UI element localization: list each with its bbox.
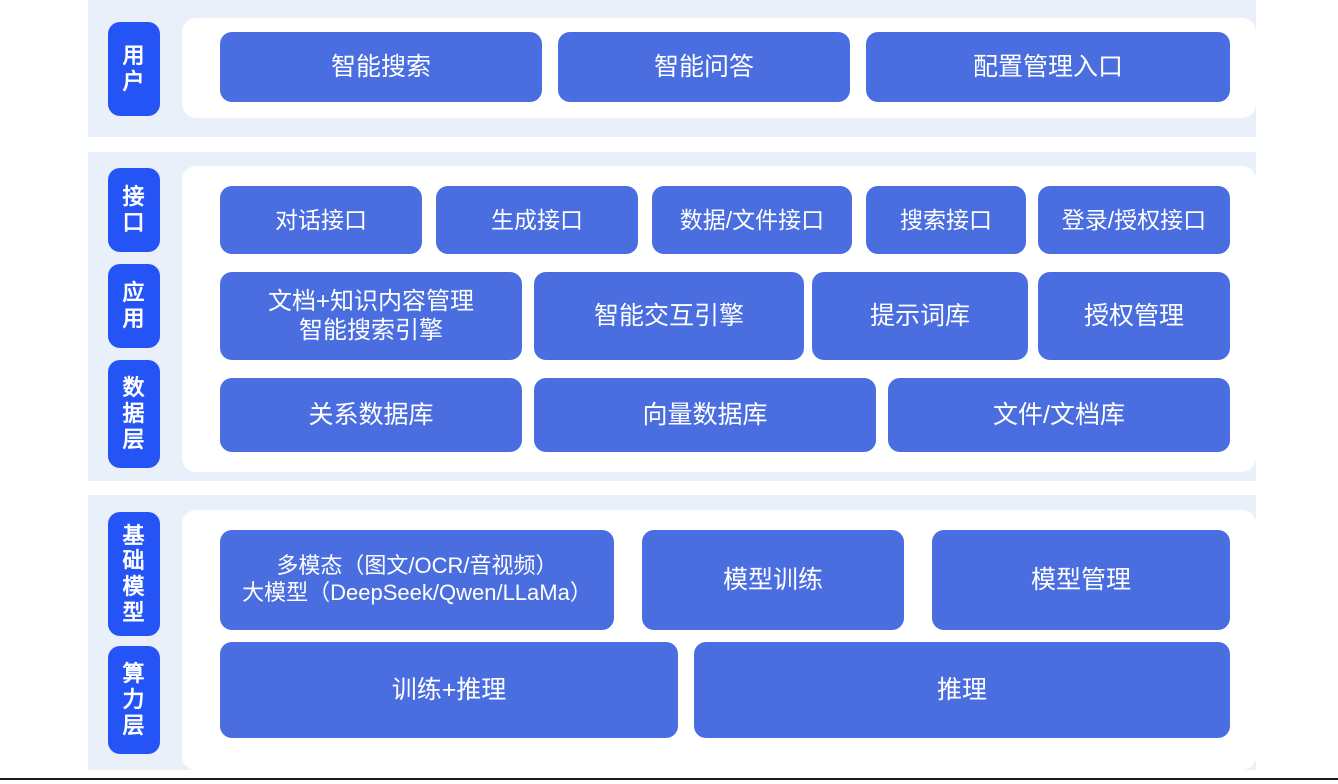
data-box-file-document-store-label: 文件/文档库 <box>993 400 1125 429</box>
layer-tab-application-label: 应用 <box>122 280 146 331</box>
data-box-relational-database[interactable]: 关系数据库 <box>220 378 522 452</box>
application-box-interactive-engine[interactable]: 智能交互引擎 <box>534 272 804 360</box>
user-box-smart-qa-label: 智能问答 <box>653 52 754 81</box>
application-box-prompt-library-label: 提示词库 <box>869 301 970 330</box>
layer-tab-base-model[interactable]: 基础模型 <box>108 512 160 636</box>
layer-tab-user[interactable]: 用户 <box>108 22 160 116</box>
base-model-box-model-management[interactable]: 模型管理 <box>932 530 1230 630</box>
application-box-doc-knowledge-management[interactable]: 文档+知识内容管理 智能搜索引擎 <box>220 272 522 360</box>
application-box-prompt-library[interactable]: 提示词库 <box>812 272 1028 360</box>
interface-box-search-api[interactable]: 搜索接口 <box>866 186 1026 254</box>
bottom-divider <box>0 778 1338 780</box>
base-model-box-multimodal-llm-line2: 大模型（DeepSeek/Qwen/LLaMa） <box>242 580 592 605</box>
layer-tab-compute[interactable]: 算力层 <box>108 646 160 754</box>
base-model-box-model-training[interactable]: 模型训练 <box>642 530 904 630</box>
data-box-vector-database[interactable]: 向量数据库 <box>534 378 876 452</box>
base-model-box-multimodal-llm[interactable]: 多模态（图文/OCR/音视频） 大模型（DeepSeek/Qwen/LLaMa） <box>220 530 614 630</box>
compute-box-inference[interactable]: 推理 <box>694 642 1230 738</box>
base-model-box-multimodal-llm-line1: 多模态（图文/OCR/音视频） <box>276 553 558 579</box>
layer-tab-user-label: 用户 <box>122 43 146 94</box>
data-box-vector-database-label: 向量数据库 <box>642 400 768 429</box>
data-box-relational-database-label: 关系数据库 <box>308 400 434 429</box>
interface-box-generation-api[interactable]: 生成接口 <box>436 186 638 254</box>
application-box-doc-knowledge-management-line1: 文档+知识内容管理 <box>267 287 474 315</box>
interface-box-search-api-label: 搜索接口 <box>900 206 992 233</box>
interface-box-data-file-api[interactable]: 数据/文件接口 <box>652 186 852 254</box>
user-box-smart-search-label: 智能搜索 <box>330 52 431 81</box>
user-box-config-management-entry[interactable]: 配置管理入口 <box>866 32 1230 102</box>
layer-tab-data-label: 数据层 <box>122 375 146 452</box>
layer-tab-data[interactable]: 数据层 <box>108 360 160 468</box>
application-box-doc-knowledge-management-line2: 智能搜索引擎 <box>298 317 443 344</box>
user-box-smart-qa[interactable]: 智能问答 <box>558 32 850 102</box>
interface-box-generation-api-label: 生成接口 <box>491 206 583 233</box>
application-box-authorization-management-label: 授权管理 <box>1083 301 1184 330</box>
interface-box-dialog-api-label: 对话接口 <box>275 206 367 233</box>
interface-box-dialog-api[interactable]: 对话接口 <box>220 186 422 254</box>
application-box-interactive-engine-label: 智能交互引擎 <box>593 301 744 330</box>
layer-tab-compute-label: 算力层 <box>122 661 146 738</box>
data-box-file-document-store[interactable]: 文件/文档库 <box>888 378 1230 452</box>
layer-tab-interface-label: 接口 <box>122 184 146 235</box>
interface-box-login-auth-api[interactable]: 登录/授权接口 <box>1038 186 1230 254</box>
layer-tab-base-model-label: 基础模型 <box>122 522 146 625</box>
layer-tab-application[interactable]: 应用 <box>108 264 160 348</box>
application-box-authorization-management[interactable]: 授权管理 <box>1038 272 1230 360</box>
user-box-config-management-entry-label: 配置管理入口 <box>972 52 1123 81</box>
base-model-box-model-training-label: 模型训练 <box>722 565 823 594</box>
interface-box-login-auth-api-label: 登录/授权接口 <box>1061 206 1207 233</box>
compute-box-training-inference[interactable]: 训练+推理 <box>220 642 678 738</box>
compute-box-training-inference-label: 训练+推理 <box>391 675 507 704</box>
layer-tab-interface[interactable]: 接口 <box>108 168 160 252</box>
interface-box-data-file-api-label: 数据/文件接口 <box>679 206 825 233</box>
base-model-box-model-management-label: 模型管理 <box>1030 565 1131 594</box>
compute-box-inference-label: 推理 <box>936 675 987 704</box>
user-box-smart-search[interactable]: 智能搜索 <box>220 32 542 102</box>
